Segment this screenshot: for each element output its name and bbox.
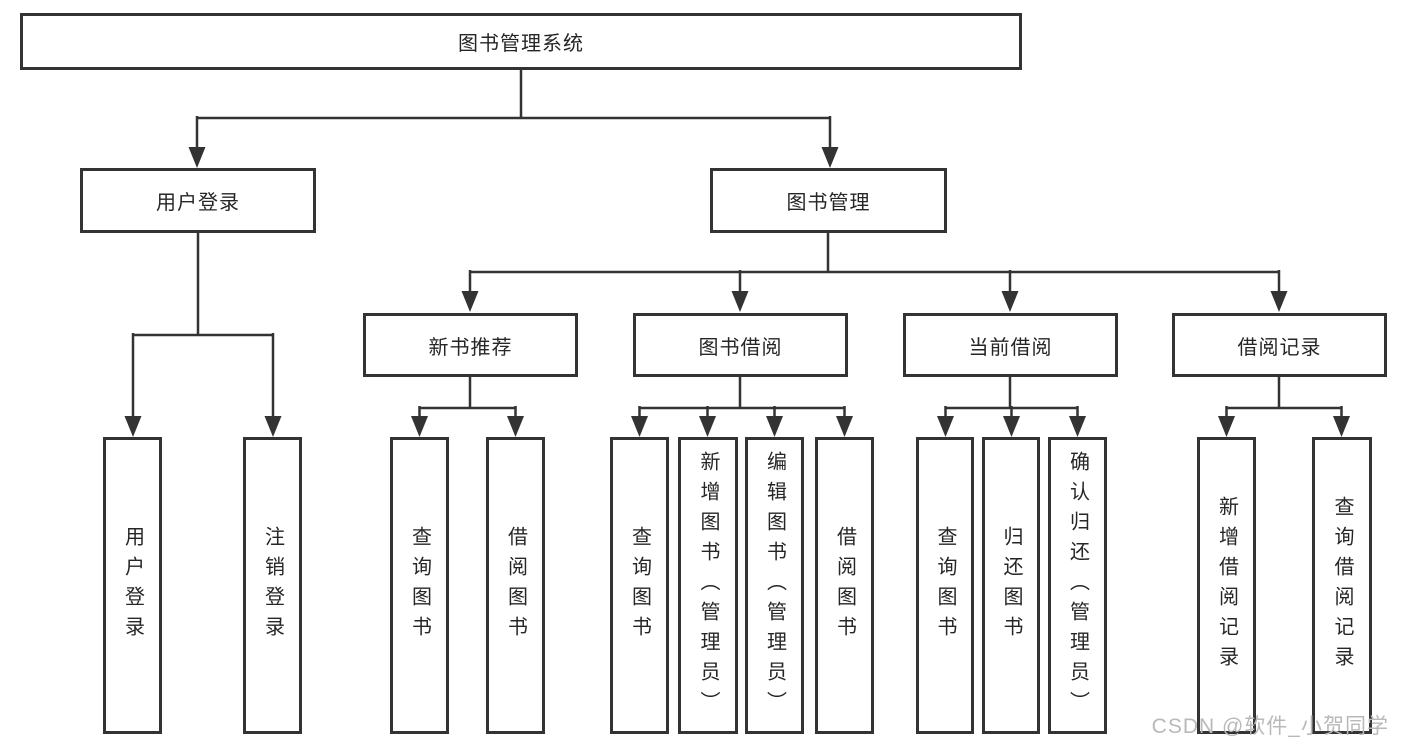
leaf-borrowing-borrow-books: 借阅图书 [815, 437, 874, 734]
leaf-current-confirm-return-admin: 确认归还（管理员） [1048, 437, 1107, 734]
leaf-recommend-query-books: 查询图书 [390, 437, 449, 734]
node-library-management-system: 图书管理系统 [20, 13, 1022, 70]
arrowhead-icon [699, 416, 716, 437]
node-label: 查询借阅记录 [1331, 495, 1353, 676]
arrowhead-icon [1218, 416, 1235, 437]
node-label: 借阅记录 [1237, 336, 1322, 359]
arrowhead-icon [1003, 416, 1020, 437]
arrowhead-icon [264, 416, 282, 437]
arrowhead-icon [411, 416, 428, 437]
node-label: 用户登录 [121, 525, 144, 646]
leaf-current-return-books: 归还图书 [982, 437, 1040, 734]
node-new-book-recommend: 新书推荐 [363, 313, 578, 377]
arrowhead-icon [731, 291, 749, 312]
node-label: 查询图书 [628, 525, 651, 646]
node-label: 当前借阅 [968, 336, 1053, 359]
arrowhead-icon [1001, 291, 1019, 312]
watermark: CSDN @软件_小贺同学 [1151, 715, 1389, 738]
arrowheads [124, 147, 1350, 437]
arrowhead-icon [821, 147, 839, 168]
arrowhead-icon [937, 416, 954, 437]
arrowhead-icon [1069, 416, 1086, 437]
node-user-login: 用户登录 [80, 168, 316, 233]
leaf-user-login: 用户登录 [103, 437, 162, 734]
node-label: 查询图书 [934, 525, 956, 646]
node-current-borrowing: 当前借阅 [903, 313, 1118, 377]
node-label: 借阅图书 [833, 525, 856, 646]
leaf-records-query-borrow-record: 查询借阅记录 [1312, 437, 1372, 734]
node-label: 图书管理系统 [458, 33, 584, 55]
node-book-borrowing: 图书借阅 [633, 313, 848, 377]
node-label: 新增图书（管理员） [697, 450, 719, 721]
node-label: 图书管理 [786, 192, 871, 214]
node-label: 借阅图书 [504, 525, 527, 646]
node-label: 图书借阅 [698, 336, 783, 359]
arrowhead-icon [461, 291, 479, 312]
leaf-records-add-borrow-record: 新增借阅记录 [1197, 437, 1256, 734]
node-label: 查询图书 [408, 525, 431, 646]
node-label: 编辑图书（管理员） [763, 450, 786, 721]
node-label: 注销登录 [261, 525, 284, 646]
node-label: 用户登录 [156, 192, 240, 214]
arrowhead-icon [188, 147, 206, 168]
node-label: 确认归还（管理员） [1066, 450, 1089, 721]
arrowhead-icon [631, 416, 648, 437]
arrowhead-icon [766, 416, 783, 437]
arrowhead-icon [836, 416, 853, 437]
arrowhead-icon [507, 416, 524, 437]
leaf-borrowing-add-books-admin: 新增图书（管理员） [678, 437, 738, 734]
arrowhead-icon [124, 416, 142, 437]
leaf-current-query-books: 查询图书 [916, 437, 974, 734]
node-label: 新书推荐 [428, 336, 513, 359]
node-label: 归还图书 [1000, 525, 1022, 646]
arrowhead-icon [1333, 416, 1350, 437]
arrowhead-icon [1270, 291, 1288, 312]
node-label: 新增借阅记录 [1215, 495, 1238, 676]
node-book-management: 图书管理 [710, 168, 947, 233]
leaf-borrowing-query-books: 查询图书 [610, 437, 669, 734]
leaf-logout-login: 注销登录 [243, 437, 302, 734]
node-borrowing-records: 借阅记录 [1172, 313, 1387, 377]
leaf-recommend-borrow-books: 借阅图书 [486, 437, 545, 734]
leaf-borrowing-edit-books-admin: 编辑图书（管理员） [745, 437, 804, 734]
